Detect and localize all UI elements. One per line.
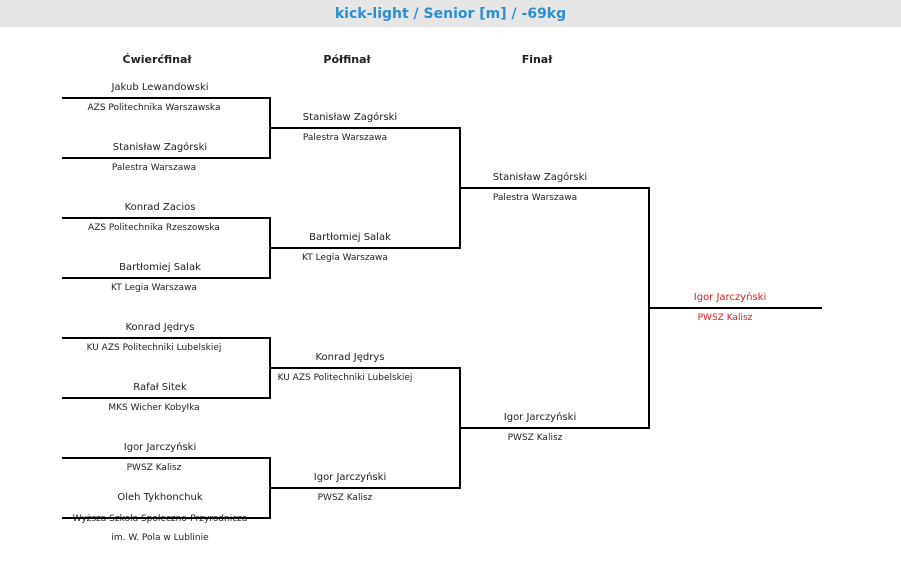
qf-4-name: Bartłomiej Salak xyxy=(119,262,201,273)
qf-7-club: PWSZ Kalisz xyxy=(126,463,182,473)
qf-8-name: Oleh Tykhonchuk xyxy=(117,492,203,503)
qf-2-name: Stanisław Zagórski xyxy=(112,142,208,153)
page-title: kick-light / Senior [m] / -69kg xyxy=(334,5,567,22)
bracket-line xyxy=(269,247,461,249)
final-2-name: Igor Jarczyński xyxy=(503,412,577,423)
qf-2-club: Palestra Warszawa xyxy=(111,163,197,173)
bracket-line xyxy=(62,97,271,99)
champion-name: Igor Jarczyński xyxy=(693,292,767,303)
qf-1-name: Jakub Lewandowski xyxy=(111,82,209,93)
bracket-line xyxy=(62,397,271,399)
champion-club: PWSZ Kalisz xyxy=(697,313,753,323)
final-2-club: PWSZ Kalisz xyxy=(507,433,563,443)
qf-3-club: AZS Politechnika Rzeszowska xyxy=(88,223,220,233)
sf-3-club: KU AZS Politechniki Lubelskiej xyxy=(277,373,413,383)
round-header-semifinal: Półfinał xyxy=(323,53,371,66)
sf-2-club: KT Legia Warszawa xyxy=(302,253,388,263)
qf-8-club: Wyższa Szkoła Społeczno-Przyrodnicza xyxy=(72,514,248,524)
bracket-line xyxy=(62,337,271,339)
bracket-line xyxy=(269,487,461,489)
final-1-name: Stanisław Zagórski xyxy=(492,172,588,183)
bracket-line xyxy=(62,217,271,219)
title-bar: kick-light / Senior [m] / -69kg xyxy=(0,0,901,27)
bracket-line xyxy=(62,277,271,279)
qf-3-name: Konrad Zacios xyxy=(124,202,196,213)
bracket-line xyxy=(269,127,461,129)
bracket-line xyxy=(62,457,271,459)
sf-3-name: Konrad Jędrys xyxy=(315,352,385,363)
bracket-line xyxy=(459,427,650,429)
qf-5-name: Konrad Jędrys xyxy=(125,322,195,333)
qf-4-club: KT Legia Warszawa xyxy=(111,283,197,293)
qf-7-name: Igor Jarczyński xyxy=(123,442,197,453)
qf-6-name: Rafał Sitek xyxy=(133,382,187,393)
qf-6-club: MKS Wicher Kobyłka xyxy=(108,403,200,413)
sf-4-name: Igor Jarczyński xyxy=(313,472,387,483)
qf-1-club: AZS Politechnika Warszawska xyxy=(87,103,221,113)
sf-2-name: Bartłomiej Salak xyxy=(309,232,391,243)
bracket-line xyxy=(269,367,461,369)
sf-4-club: PWSZ Kalisz xyxy=(317,493,373,503)
qf-8-club-line2: im. W. Pola w Lublinie xyxy=(111,533,209,543)
round-header-final: Finał xyxy=(521,53,553,66)
bracket-line xyxy=(459,187,650,189)
final-1-club: Palestra Warszawa xyxy=(492,193,578,203)
bracket-line xyxy=(62,157,271,159)
sf-1-name: Stanisław Zagórski xyxy=(302,112,398,123)
round-header-quarterfinal: Ćwierćfinał xyxy=(122,53,192,66)
qf-5-club: KU AZS Politechniki Lubelskiej xyxy=(86,343,222,353)
bracket-line-champion xyxy=(648,307,822,309)
bracket-line xyxy=(62,517,271,519)
sf-1-club: Palestra Warszawa xyxy=(302,133,388,143)
